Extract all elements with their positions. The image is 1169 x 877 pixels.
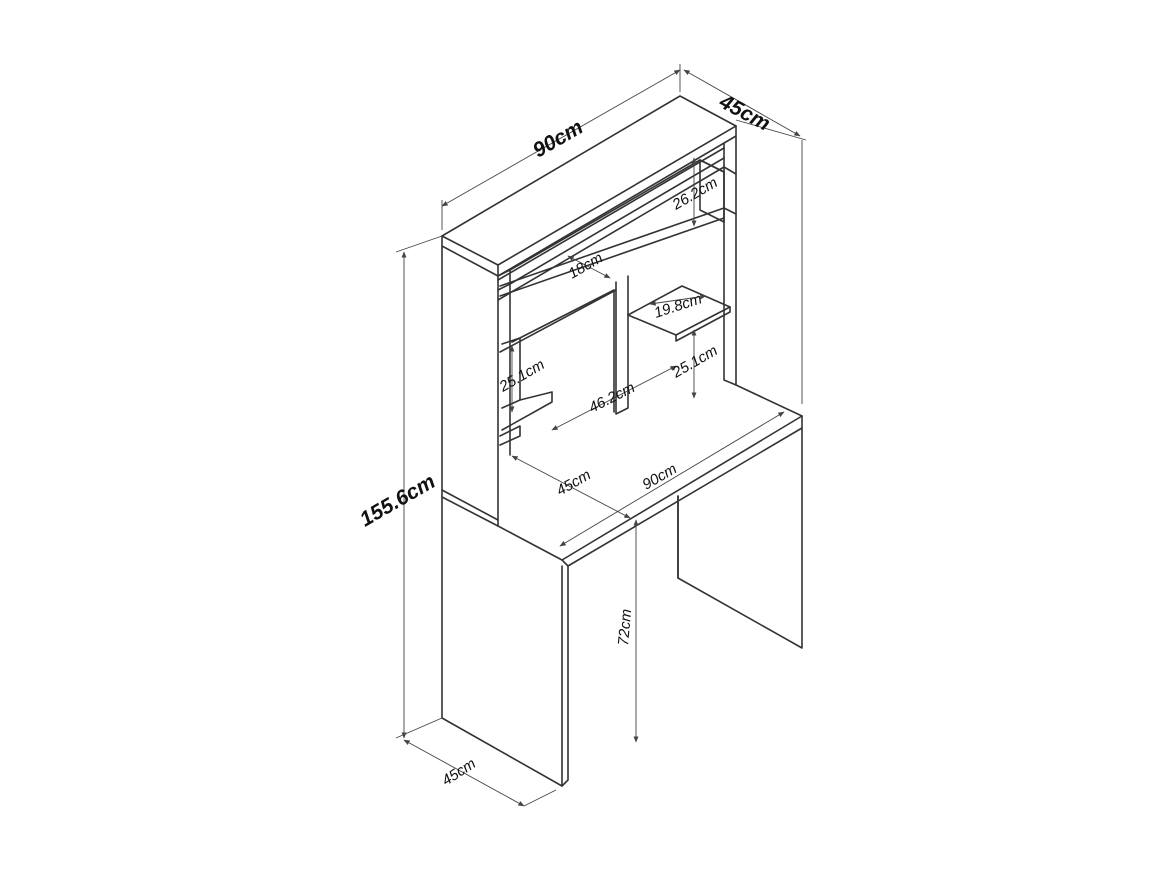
hutch-upper-shelf xyxy=(497,166,737,301)
label-desk-height: 72cm xyxy=(615,608,635,646)
dimension-lines xyxy=(395,64,807,807)
dim-line-inner-shelf-depth xyxy=(567,255,611,279)
dim-line-top-width xyxy=(441,69,681,207)
label-upper-shelf-height: 26.2cm xyxy=(669,174,721,214)
label-base-depth: 45cm xyxy=(439,755,479,789)
hutch-left-panel xyxy=(441,245,499,521)
dim-line-desk-width xyxy=(559,411,785,547)
label-desk-depth: 45cm xyxy=(554,466,594,499)
label-right-compartment: 25.1cm xyxy=(669,342,721,382)
dim-line-small-shelf xyxy=(649,294,707,306)
dim-line-inner-width xyxy=(551,365,677,431)
desk-unit xyxy=(441,384,803,787)
hutch-right-panel xyxy=(723,135,737,386)
dim-line-top-depth xyxy=(683,69,801,137)
label-inner-shelf-depth: 18cm xyxy=(566,249,606,282)
dimension-labels: 90cm 45cm 155.6cm 26.2cm 18cm 19.8cm 25.… xyxy=(356,90,774,790)
label-small-shelf: 19.8cm xyxy=(652,290,704,321)
label-desk-width: 90cm xyxy=(640,460,680,493)
dim-line-base-depth xyxy=(403,739,525,807)
desk-left-leg xyxy=(441,496,563,787)
label-total-height: 155.6cm xyxy=(356,470,439,531)
label-inner-width: 46.2cm xyxy=(586,379,638,416)
label-left-compartment: 25.1cm xyxy=(496,356,548,396)
desk-right-leg xyxy=(677,427,803,649)
label-top-depth: 45cm xyxy=(715,90,774,136)
dim-line-desk-depth xyxy=(511,455,631,519)
